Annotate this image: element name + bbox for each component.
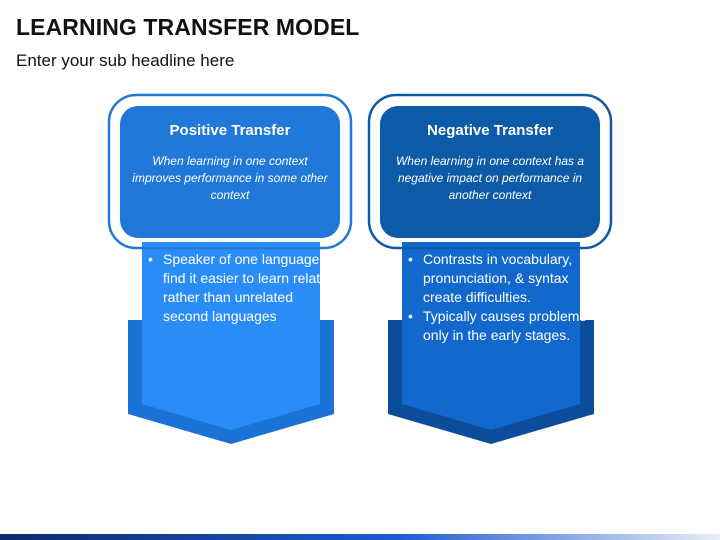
bullet-dot-icon: • (408, 251, 413, 267)
bullet-item: • Speaker of one language find it easier … (146, 250, 336, 326)
positive-head-outline (107, 93, 353, 250)
negative-transfer-bullets: • Contrasts in vocabulary, pronunciation,… (406, 250, 596, 345)
bullet-text: Typically causes problems only in the ea… (423, 308, 587, 343)
positive-transfer-description: When learning in one context improves pe… (132, 154, 328, 202)
positive-body-fill (142, 242, 320, 430)
bullet-item: • Contrasts in vocabulary, pronunciation,… (406, 250, 596, 307)
positive-transfer-shape (107, 93, 353, 444)
bullet-dot-icon: • (408, 308, 413, 324)
bullet-text: Contrasts in vocabulary, pronunciation, … (423, 251, 573, 305)
negative-transfer-card: Negative Transfer When learning in one c… (366, 92, 614, 452)
positive-transfer-bullets: • Speaker of one language find it easier … (146, 250, 336, 326)
bullet-dot-icon: • (148, 251, 153, 267)
bullet-text: Speaker of one language find it easier t… (163, 251, 336, 324)
page-title: LEARNING TRANSFER MODEL (16, 14, 360, 40)
negative-transfer-heading: Negative Transfer (427, 122, 553, 139)
positive-head-panel (120, 106, 340, 238)
negative-head-outline (367, 93, 613, 250)
negative-transfer-shape (367, 93, 613, 444)
footer-gradient-bar (0, 534, 720, 540)
negative-head-panel (380, 106, 600, 238)
bullet-item: • Typically causes problems only in the e… (406, 307, 596, 345)
positive-transfer-heading: Positive Transfer (169, 122, 291, 139)
negative-transfer-description: When learning in one context has a negat… (395, 154, 585, 202)
positive-transfer-card: Positive Transfer When learning in one c… (106, 92, 354, 452)
negative-body-fill (402, 242, 580, 430)
page-subtitle: Enter your sub headline here (16, 51, 235, 70)
